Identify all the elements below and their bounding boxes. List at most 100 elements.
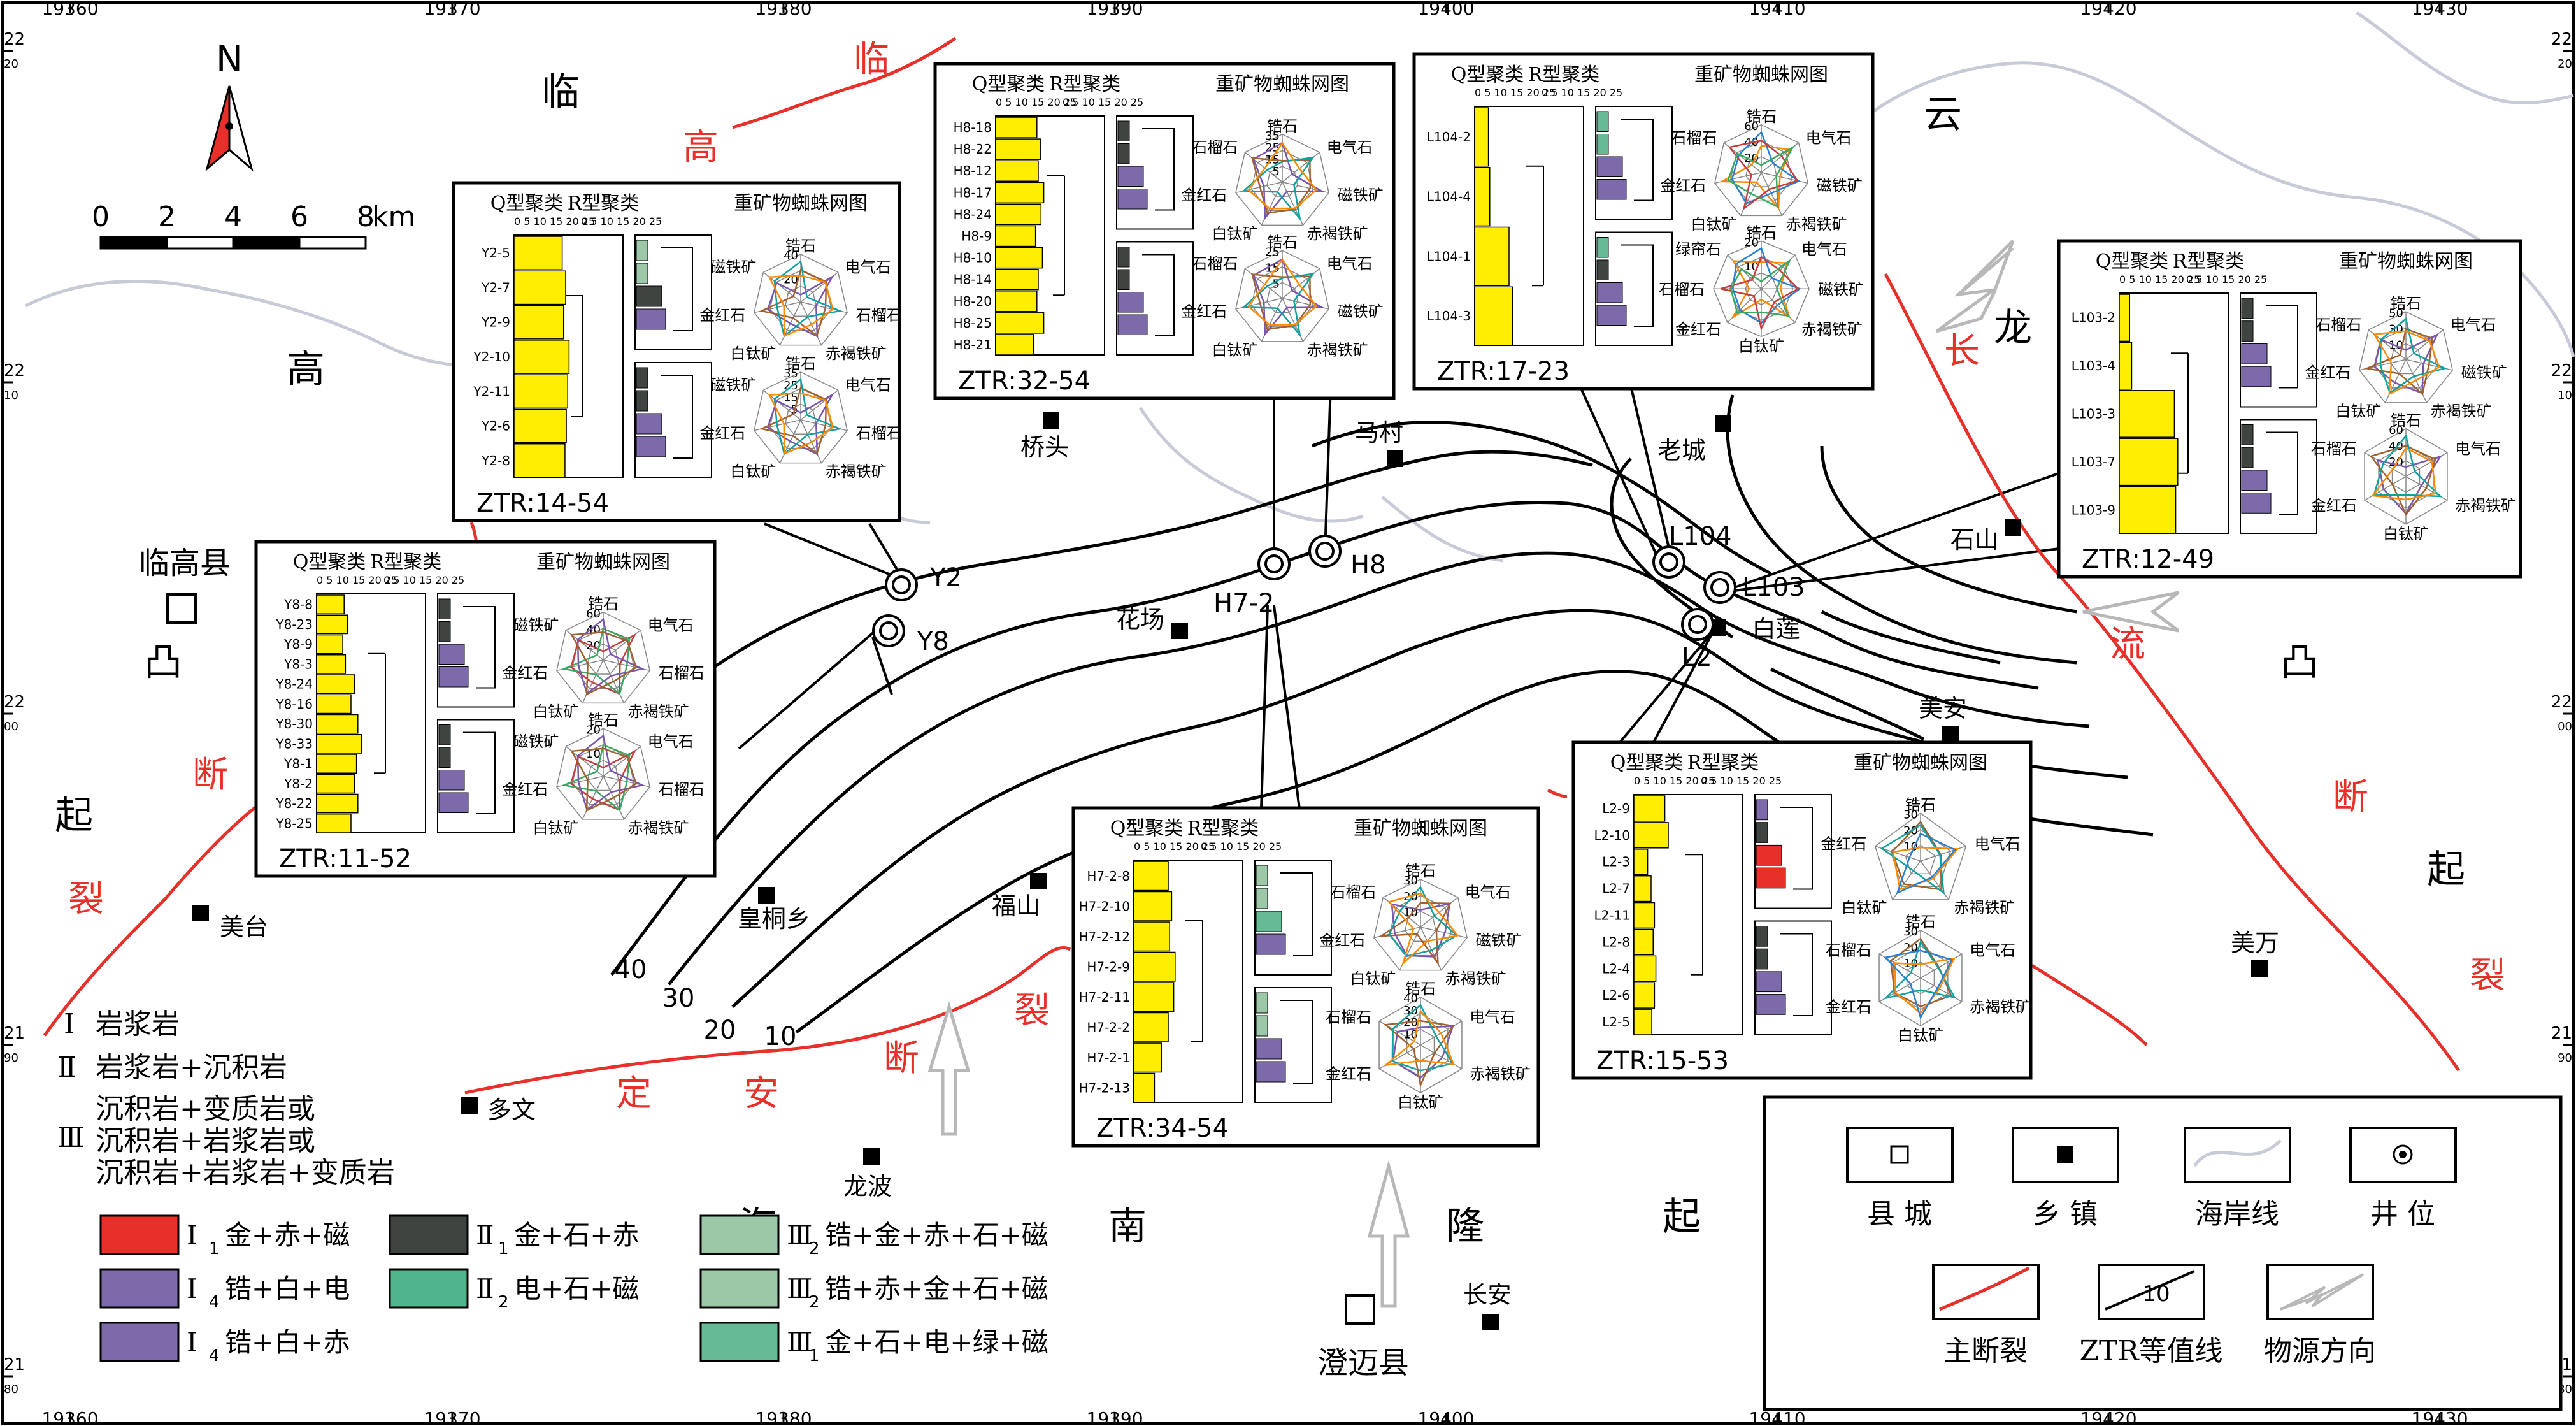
grid-label-top: 19390	[1086, 0, 1143, 19]
spider-axis-label: 石榴石	[1326, 1009, 1371, 1026]
spider-series	[1729, 259, 1791, 317]
combo-text: 金+石+电+绿+磁	[825, 1327, 1048, 1358]
well-name: L2	[1682, 643, 1712, 672]
spider-tick: 30	[2389, 322, 2403, 336]
spider-axis-label: 锆石	[1746, 108, 1777, 126]
q-cluster-bar	[513, 236, 563, 271]
spider-tick: 10	[586, 747, 601, 761]
sample-label: H8-12	[954, 163, 992, 178]
sample-label: L2-7	[1602, 881, 1630, 897]
spider-tick: 60	[586, 607, 601, 621]
spider-series	[1384, 1019, 1455, 1088]
panel-spider-title: 重矿物蜘蛛网图	[1854, 752, 1987, 774]
spider-series	[1241, 273, 1315, 338]
q-cluster-bar	[1633, 822, 1669, 849]
panel-ztr: ZTR:14-54	[476, 489, 609, 518]
spider-axis-label: 磁铁矿	[1817, 177, 1863, 195]
grid-label-top: 19370	[424, 0, 480, 19]
well-name: Y2	[929, 563, 962, 593]
q-cluster-bar	[995, 334, 1034, 356]
sample-label: L2-5	[1602, 1014, 1630, 1030]
r-cluster-bar	[1256, 911, 1282, 932]
region-label: 龙	[1994, 306, 2032, 350]
spider-axis-label: 白钛矿	[730, 345, 776, 363]
r-cluster-bar	[2241, 447, 2254, 468]
spider-grid	[2359, 311, 2453, 403]
spider-axis-label: 锆石	[1905, 796, 1936, 814]
panel-spider-title: 重矿物蜘蛛网图	[1694, 64, 1828, 86]
q-cluster-bar	[316, 614, 348, 635]
spider-axis-label: 磁铁矿	[513, 733, 559, 751]
combo-text: 电+石+磁	[514, 1273, 639, 1304]
sample-label: H7-2-9	[1087, 959, 1130, 974]
town-name: 桥头	[1020, 433, 1069, 461]
combo-swatch	[699, 1268, 780, 1309]
r-cluster-branch	[1142, 254, 1175, 336]
spider-axis-label: 金红石	[2311, 496, 2357, 514]
sample-label: H8-20	[954, 294, 992, 309]
spider-axis-label: 白钛矿	[1212, 341, 1257, 359]
r-cluster-bar	[2241, 493, 2272, 514]
panel-q-title: Q型聚类	[2096, 250, 2169, 273]
combo-sub: 4	[209, 1293, 220, 1312]
spider-tick: 25	[1265, 245, 1280, 259]
spider-grid	[1235, 133, 1329, 226]
spider-axis-label: 赤褐铁矿	[1786, 215, 1847, 233]
spider-series	[1252, 257, 1325, 336]
sample-label: Y8-33	[275, 736, 313, 751]
spider-axis-label: 金红石	[1181, 303, 1227, 320]
r-cluster-bar	[2241, 470, 2268, 491]
q-cluster-bar	[316, 714, 359, 734]
grid-label-bottom: 19360	[41, 1408, 98, 1426]
r-cluster-bar	[1256, 1038, 1282, 1060]
spider-tick: 35	[1265, 129, 1280, 143]
spider-axis-label: 石榴石	[1330, 884, 1376, 902]
q-cluster-bar	[316, 634, 343, 654]
scale-segment	[298, 236, 367, 250]
spider-axis-label: 石榴石	[1671, 129, 1717, 147]
r-cluster-bar	[2241, 320, 2254, 342]
grid-label-left: 21	[4, 1024, 25, 1043]
spider-axis-label: 锆石	[1746, 224, 1777, 241]
panel-ztr: ZTR:17-23	[1437, 357, 1570, 386]
spider-grid	[556, 611, 650, 704]
combo-swatch	[99, 1268, 180, 1309]
town-icon	[2251, 960, 2268, 977]
panel-r-axis: 0 5 10 15 20 25	[1701, 775, 1782, 787]
spider-axis-label: 白钛矿	[1842, 898, 1887, 916]
symbol-legend-label: 县 城	[1867, 1198, 1932, 1230]
provenance-arrow-icon	[927, 1001, 971, 1136]
fault-label: 断	[2333, 777, 2368, 818]
spider-series	[1894, 957, 1956, 1014]
region-label: 起	[1663, 1195, 1701, 1239]
spider-series	[2371, 447, 2436, 501]
panel-r-axis: 0 5 10 15 20 25	[1063, 96, 1143, 108]
grid-label-right-minor: 00	[2558, 720, 2572, 733]
contour-value: 20	[704, 1016, 736, 1045]
q-cluster-bar	[316, 674, 355, 694]
r-cluster-bar	[1756, 799, 1768, 821]
r-cluster-bar	[636, 390, 648, 412]
region-label: 凸	[2280, 640, 2319, 685]
panel-spider-title: 重矿物蜘蛛网图	[536, 551, 670, 573]
spider-grid	[1905, 844, 1936, 875]
r-cluster-bar	[1256, 1061, 1286, 1083]
spider-axis	[582, 775, 604, 820]
town-icon	[758, 887, 775, 904]
r-cluster-bar	[1117, 269, 1130, 290]
spider-axis-label: 白钛矿	[533, 703, 578, 721]
sample-label: H8-21	[954, 337, 992, 352]
spider-series	[2373, 330, 2441, 396]
spider-series	[1391, 902, 1451, 958]
panel-spider-title: 重矿物蜘蛛网图	[2339, 250, 2473, 273]
q-cluster-bar	[995, 182, 1045, 204]
spider-series	[1882, 940, 1956, 1000]
spider-axis-label: 石榴石	[856, 424, 902, 442]
spider-tick: 30	[1403, 1004, 1418, 1018]
spider-axis-label: 金红石	[1319, 932, 1365, 949]
sample-label: H7-2-12	[1079, 929, 1130, 944]
